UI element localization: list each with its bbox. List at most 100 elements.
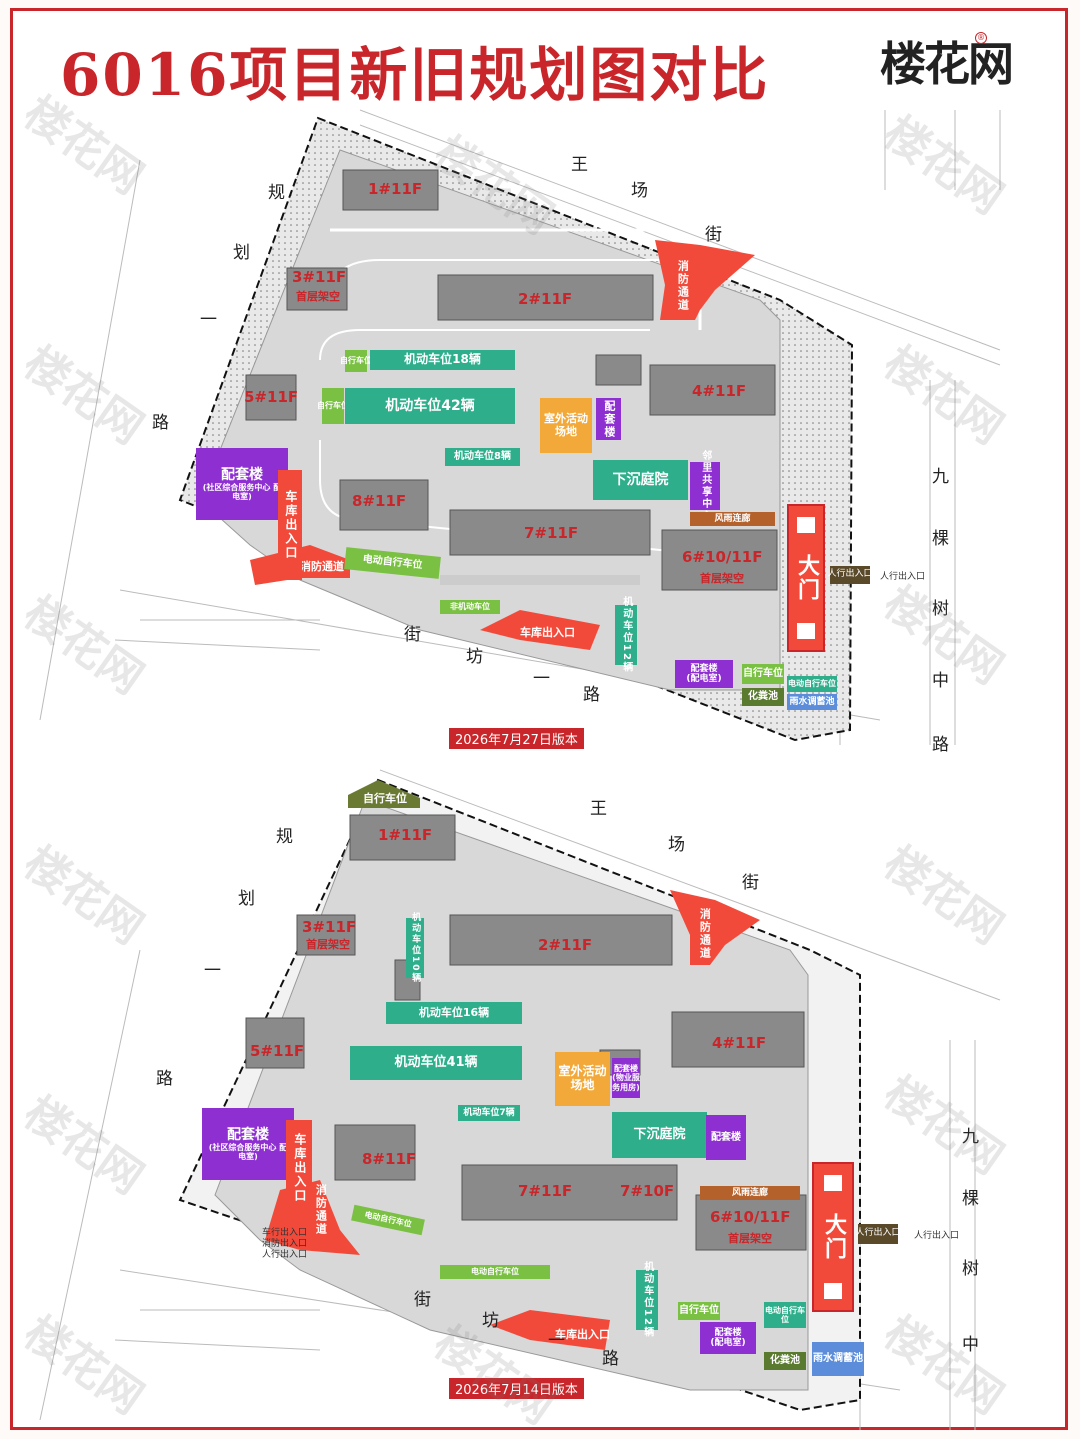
sunken-courtyard: 下沉庭院 bbox=[612, 1112, 707, 1158]
car-parking-18: 机动车位18辆 bbox=[370, 350, 515, 370]
fire-lane-north-label: 消防通道 bbox=[676, 260, 690, 312]
pedestrian-entrance-outside: 人行出入口 bbox=[880, 572, 926, 582]
car-parking-12: 机动车位12辆 bbox=[615, 596, 637, 674]
building-3-note: 首层架空 bbox=[296, 290, 340, 303]
road-west-char: 规 bbox=[276, 827, 293, 847]
road-east-char: 中 bbox=[962, 1335, 979, 1355]
fire-lane-west-label: 消防通道 bbox=[314, 1184, 328, 1236]
garage-entrance-south: 车库出入口 bbox=[520, 626, 575, 639]
garage-entrance-west: 车库出入口 bbox=[286, 1120, 312, 1215]
fire-lane-north-label: 消防通道 bbox=[698, 908, 712, 960]
gate-mark-icon bbox=[797, 623, 815, 640]
garage-entrance-west: 车库出入口 bbox=[278, 470, 302, 580]
bike-parking-south: 非机动车位 bbox=[440, 600, 500, 614]
support-building-small: 配套楼 bbox=[596, 398, 621, 440]
rainwater-pool: 雨水调蓄池 bbox=[812, 1342, 864, 1376]
main-gate: 大门 bbox=[812, 1162, 854, 1312]
garage-ramp-south bbox=[490, 1310, 610, 1350]
road-south-char: 一 bbox=[533, 669, 550, 689]
road-east-char: 树 bbox=[932, 599, 949, 619]
road-east-char: 中 bbox=[932, 671, 949, 691]
car-parking-41: 机动车位41辆 bbox=[350, 1046, 522, 1080]
car-parking-7: 机动车位7辆 bbox=[458, 1105, 520, 1121]
building-2: 2#11F bbox=[538, 936, 593, 954]
building-4: 4#11F bbox=[692, 382, 747, 400]
fire-lane-south-label: 消防通道 bbox=[300, 560, 344, 573]
ebike-parking-se: 电动自行车位 bbox=[764, 1302, 806, 1328]
entrance-west-note: 车行出入口 消防出入口 人行出入口 bbox=[262, 1228, 308, 1260]
building-3: 3#11F bbox=[292, 268, 347, 286]
building-1: 1#11F bbox=[378, 826, 433, 844]
version-label-new: 2026年7月27日版本 bbox=[449, 728, 584, 749]
sunken-courtyard: 下沉庭院 bbox=[593, 460, 688, 500]
car-parking-16: 机动车位16辆 bbox=[386, 1002, 522, 1024]
support-building-se-label: 配套楼 bbox=[714, 1327, 742, 1338]
road-south-char: 坊 bbox=[482, 1311, 499, 1331]
support-building-mid: 配套楼 bbox=[706, 1115, 746, 1160]
bike-parking-se: 自行车位 bbox=[678, 1302, 720, 1320]
car-parking-42: 机动车位42辆 bbox=[345, 388, 515, 424]
building-8: 8#11F bbox=[362, 1150, 417, 1168]
road-south-char: 路 bbox=[602, 1349, 619, 1369]
main-gate-label: 大门 bbox=[794, 553, 819, 602]
road-west-char: 划 bbox=[233, 243, 250, 263]
plan-new: 1#11F 3#11F 首层架空 2#11F 5#11F 4#11F 8#11F… bbox=[39, 109, 1001, 755]
septic-tank: 化粪池 bbox=[764, 1352, 806, 1370]
building-3-note: 首层架空 bbox=[306, 938, 350, 951]
gate-mark-icon bbox=[824, 1283, 842, 1299]
bike-parking-a: 自行车位 bbox=[340, 350, 372, 372]
bike-parking-north: 自行车位 bbox=[363, 791, 407, 805]
road-north-char: 王 bbox=[590, 799, 607, 819]
road-west-char: 一 bbox=[200, 310, 217, 330]
road-east-char: 棵 bbox=[932, 529, 949, 549]
version-label-old: 2026年7月14日版本 bbox=[449, 1378, 584, 1399]
building-1: 1#11F bbox=[368, 180, 423, 198]
support-building-small: 配套楼 (物业服务用房) bbox=[612, 1058, 640, 1098]
plan-old-graphics bbox=[39, 769, 1001, 1430]
plan-old: 1#11F 3#11F 首层架空 2#11F 5#11F 4#11F 8#11F… bbox=[0, 750, 1080, 1430]
support-building-se-note: (配电室) bbox=[686, 674, 722, 684]
road-east-char: 棵 bbox=[962, 1189, 979, 1209]
building-5: 5#11F bbox=[244, 388, 299, 406]
road-west-char: 路 bbox=[156, 1069, 173, 1089]
pedestrian-entrance-outside: 人行出入口 bbox=[914, 1231, 960, 1241]
gate-mark-icon bbox=[824, 1175, 842, 1191]
road-north-char: 王 bbox=[571, 155, 588, 175]
septic-tank: 化粪池 bbox=[742, 688, 784, 706]
road-north-char: 场 bbox=[668, 835, 685, 855]
neighbor-center: 邻里共享中心 bbox=[690, 450, 720, 522]
covered-corridor: 风雨连廊 bbox=[700, 1186, 800, 1200]
car-parking-8: 机动车位8辆 bbox=[445, 448, 520, 466]
support-building-main: 配套楼 (社区综合服务中心 配电室) bbox=[196, 448, 288, 520]
road-east-char: 树 bbox=[962, 1259, 979, 1279]
building-7a: 7#11F bbox=[518, 1182, 573, 1200]
brand-logo: 楼花网 bbox=[880, 37, 1014, 91]
road-east-char: 九 bbox=[932, 467, 949, 487]
page-title: 6016项目新旧规划图对比 bbox=[60, 41, 770, 109]
building-5: 5#11F bbox=[250, 1042, 305, 1060]
main-gate: 大门 bbox=[787, 504, 825, 652]
registered-mark-icon: ® bbox=[975, 32, 987, 44]
road-north-char: 街 bbox=[742, 873, 759, 893]
road-east-char: 九 bbox=[962, 1127, 979, 1147]
road-west-char: 划 bbox=[238, 889, 255, 909]
bike-parking-b: 自行车位 bbox=[317, 388, 349, 424]
road-east-char: 路 bbox=[932, 735, 949, 755]
ebike-parking-south: 电动自行车位 bbox=[440, 1265, 550, 1279]
building-6-note: 首层架空 bbox=[700, 572, 744, 585]
building-6: 6#10/11F bbox=[710, 1208, 791, 1226]
support-building-se-label: 配套楼 bbox=[690, 663, 718, 674]
road-south-char: 一 bbox=[548, 1331, 565, 1351]
main-gate-label: 大门 bbox=[821, 1213, 846, 1261]
car-parking-10: 机动车位10辆 bbox=[406, 912, 424, 984]
road-west-char: 规 bbox=[268, 183, 285, 203]
support-building-main-note: (社区综合服务中心 配电室) bbox=[208, 1142, 288, 1162]
ebike-parking-se: 电动自行车位 bbox=[787, 676, 837, 692]
pedestrian-entrance: 人行出入口 bbox=[856, 1224, 901, 1244]
covered-corridor: 风雨连廊 bbox=[690, 512, 775, 526]
car-parking-12: 机动车位12辆 bbox=[636, 1261, 658, 1339]
building-6: 6#10/11F bbox=[682, 548, 763, 566]
building-8: 8#11F bbox=[352, 492, 407, 510]
road-south-char: 路 bbox=[583, 685, 600, 705]
bike-parking-se: 自行车位 bbox=[742, 664, 784, 684]
